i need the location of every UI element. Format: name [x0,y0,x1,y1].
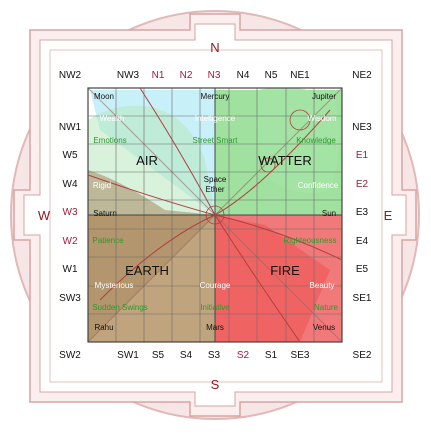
quality-sudden-swings: Sudden Swings [92,303,148,312]
dir-label: E1 [356,150,369,161]
quality-mysterious: Mysterious [95,281,134,290]
quality-emotions: Emotions [93,136,126,145]
dir-label: NE1 [290,70,310,81]
dir-label: NW3 [117,70,140,81]
dir-label: SE2 [353,350,372,361]
dir-label: S5 [152,350,165,361]
element-air: AIR [136,153,158,168]
center-space: Space [204,175,227,184]
quality-knowledge: Knowledge [296,136,336,145]
quality-beauty: Beauty [310,281,335,290]
dir-label: NE3 [352,122,372,133]
compass-south: S [211,377,220,392]
top-direction-labels: NW2 NW3 N1 N2 N3 N4 N5 NE1 NE2 [59,70,372,81]
quality-confidence: Confidence [298,181,339,190]
compass-east: E [384,208,393,223]
planet-jupiter: Jupiter [312,92,336,101]
dir-label: NW1 [59,122,82,133]
dir-label: S3 [208,350,221,361]
planet-moon: Moon [94,92,114,101]
dir-label: SW3 [59,293,81,304]
right-direction-labels: NE3 E1 E2 E3 E4 E5 SE1 [352,122,372,304]
dir-label: NW2 [59,70,82,81]
quality-intelligence: Intelligence [195,114,236,123]
center-ether: Ether [205,185,224,194]
dir-label: W3 [63,207,78,218]
dir-label: W4 [63,179,78,190]
bottom-direction-labels: SW2 SW1 S5 S4 S3 S2 S1 SE3 SE2 [59,350,372,361]
dir-label: SE3 [291,350,310,361]
quality-initiative: Initiative [200,303,230,312]
planet-mercury: Mercury [201,92,230,101]
dir-label: W5 [63,150,78,161]
dir-label: W2 [63,236,78,247]
quality-patience: Patience [92,236,124,245]
dir-label: NE2 [352,70,372,81]
planet-mars: Mars [206,323,224,332]
dir-label: W1 [63,264,78,275]
dir-label: S2 [237,350,250,361]
quality-rigid: Rigid [93,181,111,190]
boundary-curve-3 [99,109,331,301]
element-water: WATTER [258,153,311,168]
planet-labels: Moon Mercury Jupiter Saturn Sun Rahu Mar… [93,92,336,332]
dir-label: N2 [180,70,193,81]
dir-label: E2 [356,179,369,190]
compass-west: W [38,208,51,223]
quality-wisdom: Wisdom [308,114,337,123]
dir-label: E3 [356,207,369,218]
element-earth: EARTH [125,263,169,278]
earth-lobe [88,170,215,342]
dir-label: N3 [208,70,221,81]
dir-label: SW2 [59,350,81,361]
quality-nature: Nature [314,303,339,312]
fire-triangle [215,215,330,342]
dir-label: N1 [152,70,165,81]
dir-label: E5 [356,264,369,275]
planet-sun: Sun [322,209,336,218]
quality-righteousness: Righteousness [284,236,337,245]
quality-street-smart: Street Smart [193,136,239,145]
element-fire: FIRE [270,263,300,278]
quality-wealth: Wealth [100,114,125,123]
quality-courage: Courage [200,281,231,290]
planet-venus: Venus [313,323,335,332]
planet-rahu: Rahu [94,323,113,332]
grid-border [87,87,343,343]
dir-label: N4 [237,70,250,81]
ornament-1 [289,109,311,131]
ornament-3 [260,157,276,173]
planet-saturn: Saturn [93,209,117,218]
dir-label: E4 [356,236,369,247]
left-direction-labels: NW1 W5 W4 W3 W2 W1 SW3 [59,122,82,304]
dir-label: S1 [265,350,278,361]
dir-label: N5 [265,70,278,81]
quality-labels: Wealth Intelligence Wisdom Emotions Stre… [92,114,339,312]
ornament-2 [205,205,225,225]
dir-label: S4 [180,350,193,361]
dir-label: SE1 [353,293,372,304]
compass-north: N [210,40,219,55]
dir-label: SW1 [117,350,139,361]
